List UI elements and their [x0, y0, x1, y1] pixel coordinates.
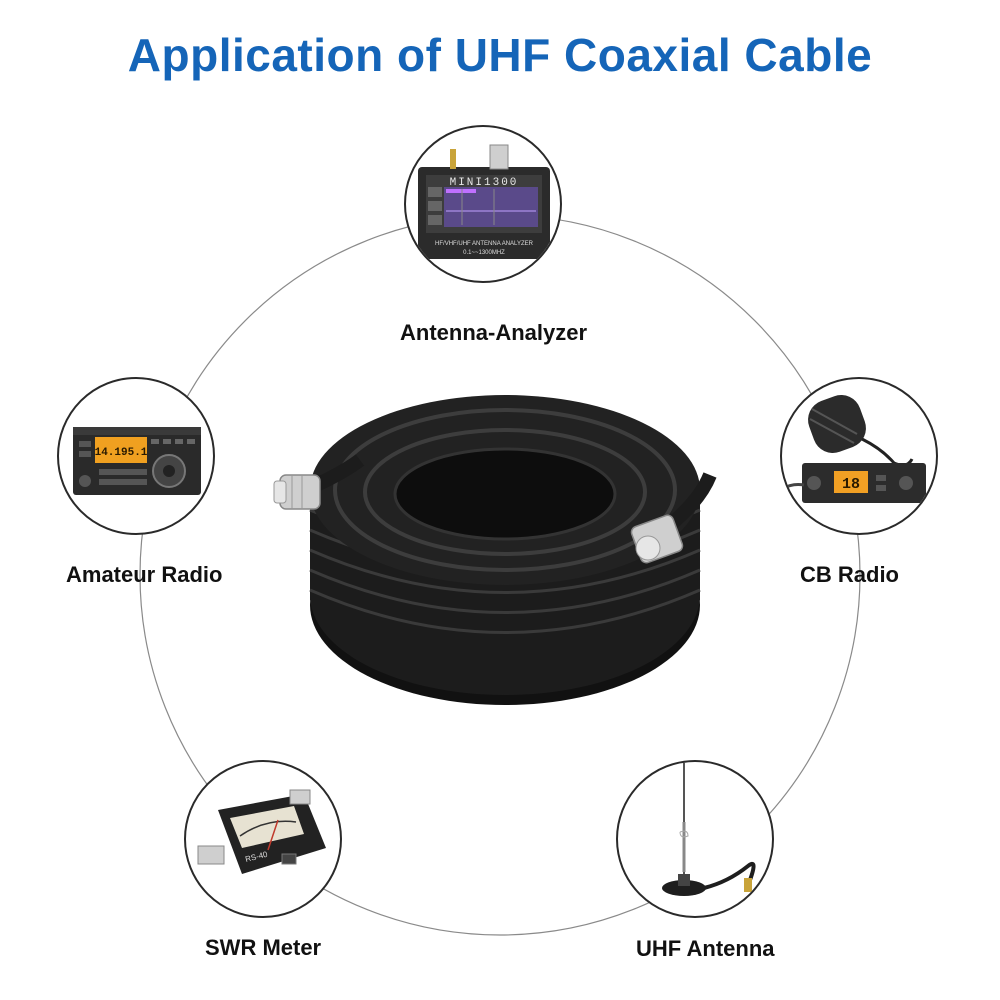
magnetic-mount-antenna-icon [662, 762, 756, 896]
cb-radio-bubble: 18 [780, 377, 938, 535]
cb-radio-icon: 18 [782, 395, 926, 503]
page-title: Application of UHF Coaxial Cable [127, 29, 873, 81]
antenna-analyzer-bubble: MINI1300 HF/VHF/UHF ANTENNA ANALYZER 0.1… [404, 125, 562, 283]
cb-radio-display-text: 18 [842, 476, 860, 493]
amateur-radio-icon: 14.195.1 [73, 427, 201, 495]
swr-meter-label: SWR Meter [205, 935, 322, 960]
analyzer-caption-text: HF/VHF/UHF ANTENNA ANALYZER [435, 241, 534, 247]
amateur-radio-display-text: 14.195.1 [95, 447, 148, 459]
cb-radio-label: CB Radio [800, 562, 899, 587]
analyzer-brand-text: MINI1300 [450, 177, 519, 189]
analyzer-range-text: 0.1~~1300MHZ [463, 250, 505, 256]
antenna-analyzer-icon: MINI1300 HF/VHF/UHF ANTENNA ANALYZER 0.1… [418, 144, 550, 259]
swr-meter-bubble: RS-40 [184, 760, 342, 918]
amateur-radio-label: Amateur Radio [66, 562, 223, 587]
amateur-radio-bubble: 14.195.1 [57, 377, 215, 535]
antenna-analyzer-label: Antenna-Analyzer [400, 320, 588, 345]
swr-meter-icon: RS-40 [197, 789, 326, 874]
uhf-antenna-label: UHF Antenna [636, 936, 775, 961]
uhf-antenna-bubble [616, 760, 774, 918]
coax-cable-coil-icon [273, 395, 717, 705]
